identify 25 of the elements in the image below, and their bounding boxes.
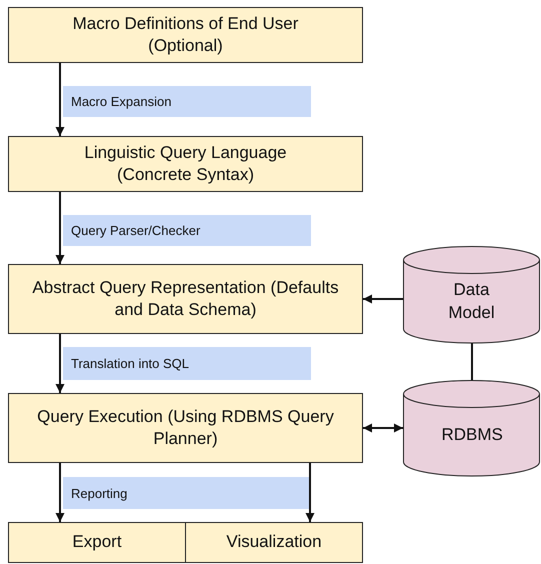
box-label: Export [72, 531, 122, 554]
process-box [8, 264, 363, 334]
box-label: Macro Definitions of End User (Optional) [72, 12, 300, 57]
arrow [56, 334, 64, 393]
process-box [185, 522, 363, 563]
edge-label: Reporting [63, 477, 311, 509]
arrow [56, 192, 64, 264]
box-label: Query Execution (Using RDBMS Query Planner) [36, 406, 335, 450]
arrow [363, 424, 403, 432]
edge-label: Translation into SQL [63, 347, 311, 380]
arrow [363, 294, 403, 304]
arrow [56, 63, 64, 136]
arrow [56, 463, 64, 522]
database-label: RDBMS [442, 424, 502, 446]
box-label: Visualization [226, 531, 322, 554]
process-box [8, 393, 363, 463]
box-label: Linguistic Query Language (Concrete Syntax) [83, 142, 288, 186]
box-label: Abstract Query Representation (Defaults and Data Schema) [31, 276, 340, 321]
process-box [8, 522, 186, 563]
process-box [8, 7, 363, 63]
edge-label: Query Parser/Checker [63, 215, 311, 246]
edge-label: Macro Expansion [63, 86, 311, 117]
process-box [8, 136, 363, 192]
database-label: Data Model [447, 278, 496, 324]
arrow [306, 463, 314, 522]
